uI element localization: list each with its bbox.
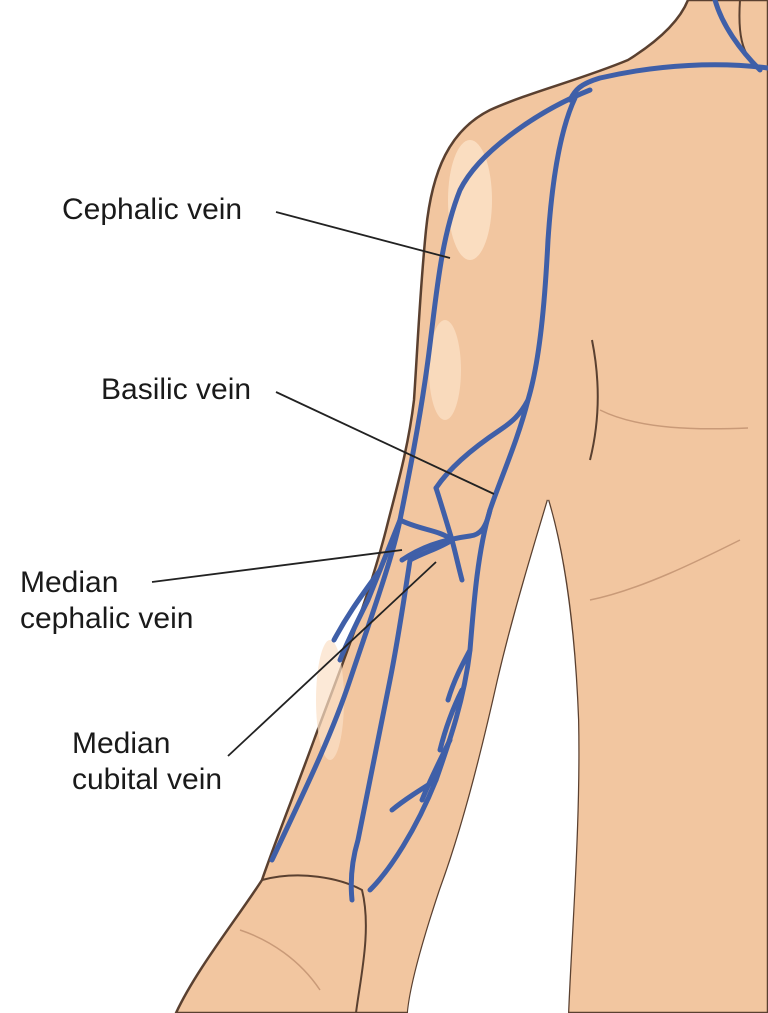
arm-highlight (429, 320, 461, 420)
median-cubital-label-line-1: Median (72, 726, 222, 762)
basilic-vein-label: Basilic vein (101, 372, 251, 408)
cephalic-leader (276, 212, 450, 258)
cephalic-vein-label-line: Cephalic vein (62, 192, 242, 228)
median-cephalic-vein-label: Median cephalic vein (20, 565, 193, 637)
basilic-vein-label-line: Basilic vein (101, 372, 251, 408)
median-cubital-label-line-2: cubital vein (72, 762, 222, 798)
median-cephalic-label-line-1: Median (20, 565, 193, 601)
cephalic-vein-label: Cephalic vein (62, 192, 242, 228)
median-cephalic-label-line-2: cephalic vein (20, 601, 193, 637)
median-cubital-vein-label: Median cubital vein (72, 726, 222, 798)
